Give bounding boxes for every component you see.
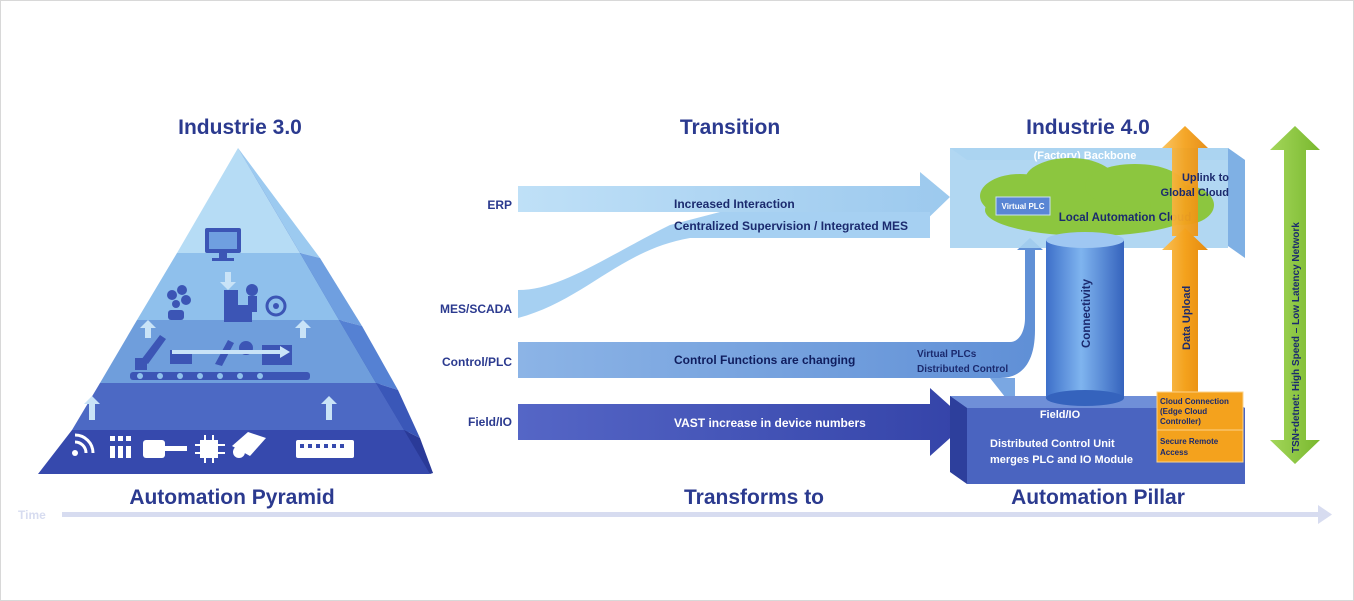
- sensor-icon: [110, 436, 131, 458]
- valve-icon: [232, 432, 266, 458]
- network-arrow: [1270, 126, 1320, 464]
- cloud-connection-1: Cloud Connection: [1160, 397, 1229, 406]
- uplink-arrow: [1162, 126, 1208, 236]
- io-module-icon: [296, 440, 354, 458]
- dcu-line-1: Distributed Control Unit: [990, 438, 1115, 450]
- automation-pyramid-label: Automation Pyramid: [129, 486, 334, 509]
- data-upload-arrow: [1162, 228, 1208, 396]
- chip-icon: [195, 435, 225, 463]
- tier-arrows: [84, 272, 337, 420]
- time-arrow: [62, 505, 1332, 524]
- connector-icon: [143, 440, 187, 458]
- uplink-line-1: Uplink to: [1182, 172, 1229, 184]
- secure-remote-2: Access: [1160, 448, 1189, 457]
- automation-pillar-label: Automation Pillar: [1011, 486, 1185, 509]
- level-mes-scada: MES/SCADA: [440, 302, 512, 316]
- title-industrie-3: Industrie 3.0: [178, 116, 302, 139]
- data-upload-label: Data Upload: [1181, 286, 1193, 350]
- factory-robot-icon: [224, 284, 258, 322]
- transforms-to-label: Transforms to: [684, 486, 824, 509]
- title-transition: Transition: [680, 116, 780, 139]
- secure-remote-1: Secure Remote: [1160, 437, 1219, 446]
- centralized-supervision-text: Centralized Supervision / Integrated MES: [674, 219, 908, 233]
- pillar-field-io: Field/IO: [1040, 409, 1081, 421]
- erp-arrow: [518, 172, 950, 226]
- level-erp: ERP: [487, 198, 512, 212]
- time-label: Time: [18, 508, 46, 522]
- dcu-line-2: merges PLC and IO Module: [990, 454, 1133, 466]
- level-field-io: Field/IO: [468, 415, 512, 429]
- local-cloud-label: Local Automation Cloud: [1059, 212, 1191, 224]
- virtual-plcs-label: Virtual PLCs: [917, 349, 977, 360]
- virtual-plc-box: [995, 196, 1051, 216]
- connectivity-label: Connectivity: [1081, 278, 1093, 348]
- touch-icon: [265, 295, 287, 317]
- wifi-icon: [72, 433, 95, 456]
- edge-cloud-box: [1156, 391, 1244, 463]
- cloud-connection-2: (Edge Cloud: [1160, 407, 1207, 416]
- vast-increase-text: VAST increase in device numbers: [674, 416, 866, 430]
- level-control-plc: Control/PLC: [442, 355, 512, 369]
- conveyor-icon: [130, 372, 310, 380]
- uplink-line-2: Global Cloud: [1161, 187, 1229, 199]
- distributed-control-label: Distributed Control: [917, 364, 1008, 375]
- increased-interaction-text: Increased Interaction: [674, 197, 795, 211]
- connectivity-cylinder: [1046, 232, 1124, 406]
- cloud-network-icon: [167, 285, 191, 320]
- control-functions-text: Control Functions are changing: [674, 353, 855, 367]
- virtual-plc-label: Virtual PLC: [1002, 202, 1045, 211]
- title-industrie-4: Industrie 4.0: [1026, 116, 1150, 139]
- network-label: TSN+detnet: High Speed – Low Latency Net…: [1291, 222, 1302, 453]
- mes-arrow: [518, 212, 930, 318]
- field-arrow: [518, 388, 968, 456]
- cloud-connection-3: Controller): [1160, 417, 1201, 426]
- monitor-icon: [205, 228, 241, 261]
